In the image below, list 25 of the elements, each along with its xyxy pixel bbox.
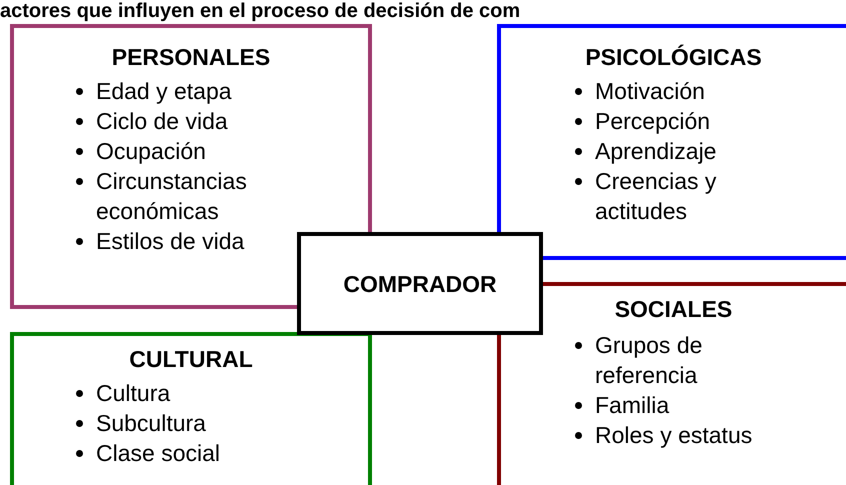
category-box — [10, 332, 372, 485]
list-item: Roles y estatus — [573, 420, 773, 450]
list-item: Aprendizaje — [573, 136, 773, 166]
list-item: Edad y etapa — [74, 76, 284, 106]
list-item: Subcultura — [74, 408, 284, 438]
heading: CULTURAL — [128, 345, 254, 374]
list-item: Circunstancias económicas — [74, 166, 284, 226]
heading: COMPRADOR — [343, 270, 497, 298]
list-item: Creencias y actitudes — [573, 166, 773, 226]
list-item: Ocupación — [74, 136, 284, 166]
heading: PSICOLÓGICAS — [584, 43, 763, 72]
list-item: Clase social — [74, 438, 284, 468]
center-box — [297, 232, 543, 335]
list-item: Cultura — [74, 378, 284, 408]
list-item: Estilos de vida — [74, 226, 284, 256]
list-item: Ciclo de vida — [74, 106, 284, 136]
heading: PERSONALES — [110, 43, 272, 72]
list-item: Grupos de referencia — [573, 330, 773, 390]
category-box — [497, 282, 846, 485]
list-item: Familia — [573, 390, 773, 420]
list-item: Motivación — [573, 76, 773, 106]
title: actores que influyen en el proceso de decisión de com — [0, 0, 520, 22]
heading: SOCIALES — [614, 295, 734, 324]
list-item: Percepción — [573, 106, 773, 136]
category-box — [497, 24, 846, 260]
